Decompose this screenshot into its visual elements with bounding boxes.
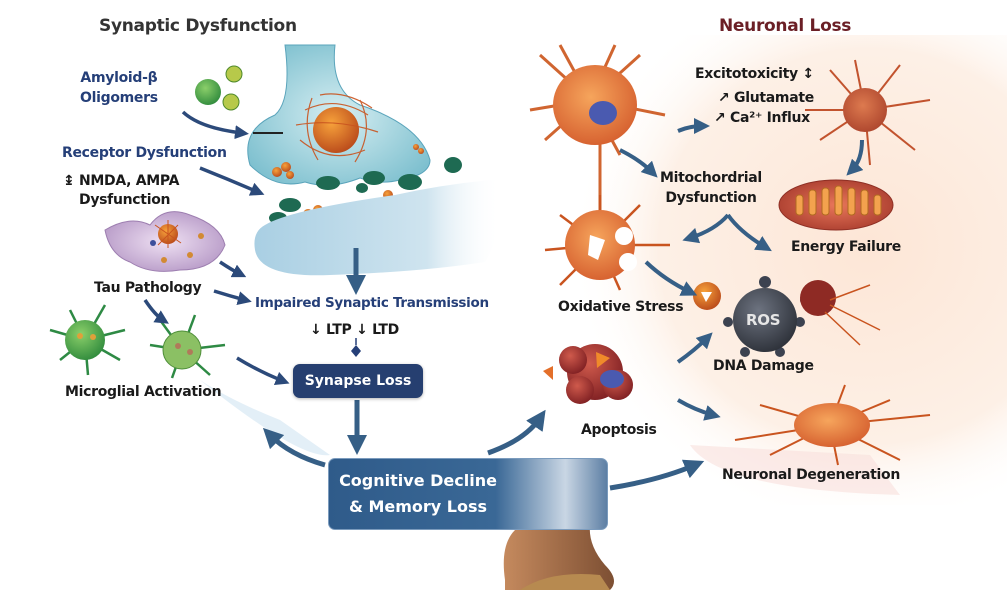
amyloid-line-2: Oligomers [80, 90, 158, 106]
ros-icon [693, 276, 881, 357]
arrow-tau-microglia [143, 299, 169, 324]
neuronal-loss-title: Neuronal Loss [719, 16, 852, 36]
cognitive-decline-text: Cognitive Decline & Memory Loss [333, 468, 503, 520]
cognitive-line-1: Cognitive Decline [339, 471, 497, 490]
neuron-excitotoxic-icon [529, 44, 666, 220]
impaired-transmission-label: Impaired Synaptic Transmission [255, 295, 489, 311]
amyloid-line-1: Amyloid-β [80, 70, 158, 86]
microglia-icon [49, 304, 226, 379]
mito-line-2: Dysfunction [665, 190, 757, 206]
calcium-influx-label: ↗ Ca²⁺ Influx [714, 110, 810, 126]
synapse-loss-box: Synapse Loss [293, 364, 423, 398]
arrow-tau-cell [219, 260, 247, 278]
microglial-activation-label: Microglial Activation [65, 384, 222, 400]
arrow-cognitive-apoptosis [487, 409, 546, 456]
excitotoxicity-label: Excitotoxicity ↕ [695, 66, 814, 82]
dysfunction-line: Dysfunction [79, 192, 171, 208]
degeneration-wash [690, 445, 900, 495]
energy-failure-label: Energy Failure [791, 239, 901, 255]
arrow-apoptosis-degeneration [676, 398, 721, 421]
arrow-tau-impaired [213, 289, 252, 305]
arrow-mito-oxidative [682, 213, 730, 244]
cognitive-line-2: & Memory Loss [348, 497, 488, 516]
receptor-dysfunction-label: Receptor Dysfunction [62, 145, 227, 161]
presynaptic-terminal [247, 44, 431, 186]
tau-pathology-label: Tau Pathology [94, 280, 202, 296]
mitochondrial-dysfunction-label: Mitochordrial Dysfunction [660, 168, 762, 208]
left-blue-wash [200, 380, 330, 456]
arrow-mito-energy [726, 213, 772, 252]
arrow-receptor [199, 166, 265, 196]
arrow-oxidative-ros [644, 260, 698, 296]
apoptosis-label: Apoptosis [581, 422, 657, 438]
neuronal-degeneration-label: Neuronal Degeneration [722, 467, 901, 483]
nmda-ampa-line: ↨ NMDA, AMPA [63, 173, 180, 189]
glutamate-label: ↗ Glutamate [718, 90, 814, 106]
arrow-to-mitochondria [846, 139, 864, 176]
amyloid-plaque [313, 107, 359, 153]
apoptosis-cell-icon [543, 344, 633, 404]
mitochondria-icon [778, 179, 894, 231]
postsynaptic-membrane [254, 180, 501, 276]
amyloid-label: Amyloid-β Oligomers [80, 68, 158, 108]
arrow-to-mito [619, 148, 658, 178]
arrow-cognitive-degeneration [609, 459, 705, 491]
arrow-to-excitotoxicity [677, 118, 710, 135]
oxidative-stress-label: Oxidative Stress [558, 299, 684, 315]
synaptic-dysfunction-title: Synaptic Dysfunction [99, 16, 297, 36]
neuron-top-right-icon [805, 59, 931, 166]
synapse-loss-text: Synapse Loss [304, 373, 412, 389]
ltp-ltd-label: ↓ LTP ↓ LTD [310, 322, 399, 338]
mito-line-1: Mitochordrial [660, 170, 762, 186]
arrow-apoptosis-ros [676, 332, 713, 364]
dna-damage-label: DNA Damage [713, 358, 814, 374]
ros-label: ROS [746, 311, 781, 329]
oxidative-stress-cell-icon [544, 195, 670, 291]
nmda-ampa-label: ↨ NMDA, AMPA Dysfunction [63, 172, 179, 210]
amyloid-oligomers-icon [195, 65, 243, 111]
cognitive-decline-box: Cognitive Decline & Memory Loss [328, 458, 608, 530]
degenerating-neuron-icon [734, 384, 931, 466]
diamond-connector [351, 345, 361, 357]
arrow-microglia-synapse [236, 356, 290, 385]
tau-cell-icon [104, 211, 226, 272]
arrow-amyloid [181, 110, 249, 140]
arrow-cognitive-left [262, 427, 326, 468]
tau-tangles [295, 93, 379, 163]
